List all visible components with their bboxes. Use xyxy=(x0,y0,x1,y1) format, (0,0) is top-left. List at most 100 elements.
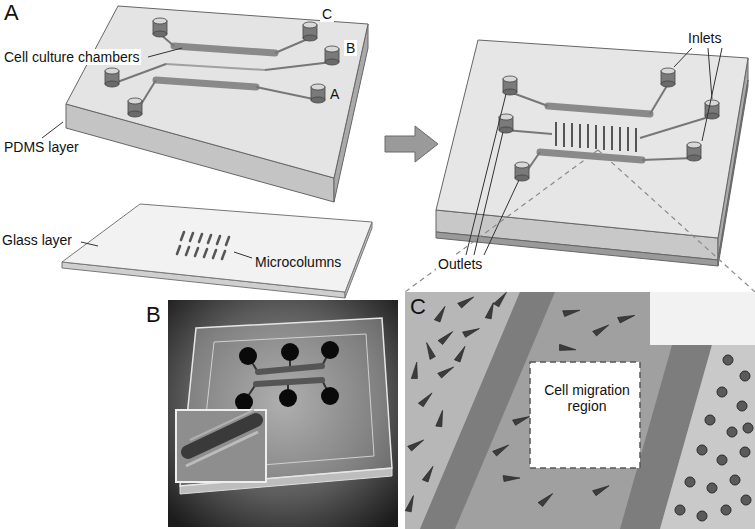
connecting-channel xyxy=(112,64,166,84)
migrating-cell xyxy=(593,323,611,337)
inlet-letter: A xyxy=(328,86,341,102)
migrating-cell xyxy=(593,484,611,497)
reservoir xyxy=(503,76,517,95)
pdms-layer xyxy=(66,6,368,202)
leader-line xyxy=(674,48,692,67)
microcolumn xyxy=(222,251,225,259)
device-photo xyxy=(168,300,398,527)
connecting-channel xyxy=(256,87,318,100)
connecting-channel xyxy=(650,84,668,114)
leader-line xyxy=(234,252,252,258)
panel-label: C xyxy=(408,294,428,319)
leader-line xyxy=(708,48,712,99)
round-cell xyxy=(697,511,707,521)
round-cell xyxy=(727,427,737,437)
round-cell xyxy=(675,505,685,515)
microcolumn xyxy=(556,122,636,152)
reservoir xyxy=(325,46,339,65)
microcolumn xyxy=(181,232,184,240)
microcolumn xyxy=(208,235,211,243)
migrating-cell xyxy=(424,341,435,359)
culture-chamber xyxy=(166,64,265,70)
migrating-cell xyxy=(418,391,434,407)
photo-inset xyxy=(176,410,266,482)
reservoir xyxy=(105,68,119,87)
round-cell xyxy=(740,447,750,457)
photo-inset xyxy=(190,410,254,440)
culture-chamber xyxy=(174,46,275,53)
round-cell xyxy=(717,455,727,465)
round-cell xyxy=(730,475,740,485)
leader-line xyxy=(42,122,63,138)
microcolumn xyxy=(619,127,621,151)
region-label: Cell migration region xyxy=(535,382,639,414)
reservoir xyxy=(311,84,325,103)
round-cell xyxy=(685,477,695,487)
device-photo xyxy=(256,380,322,384)
connecting-channel xyxy=(506,84,712,178)
migrating-cell xyxy=(458,295,476,309)
migrating-cell xyxy=(558,344,576,353)
reservoir xyxy=(515,162,529,181)
round-cell xyxy=(697,445,707,455)
reservoir xyxy=(303,22,317,41)
microcolumn xyxy=(595,125,597,149)
microcolumn xyxy=(204,249,207,257)
microcolumn xyxy=(603,126,605,150)
migrating-cell xyxy=(563,308,581,317)
round-cell xyxy=(740,371,750,381)
microcolumn xyxy=(627,127,629,151)
device-photo xyxy=(281,343,299,361)
migrating-cell xyxy=(405,495,416,513)
reservoir xyxy=(499,114,513,133)
microcolumn xyxy=(186,247,189,255)
round-cell xyxy=(737,401,747,411)
pdms-layer xyxy=(66,6,368,178)
inlet-letter: C xyxy=(320,6,334,22)
device-photo xyxy=(279,389,297,407)
leader-line xyxy=(474,132,503,255)
reservoir xyxy=(661,68,675,87)
migrating-cell xyxy=(493,443,511,457)
migration-schematic xyxy=(405,291,755,529)
migrating-cell xyxy=(411,362,420,380)
microcolumn xyxy=(217,236,220,244)
part-label: Glass layer xyxy=(0,232,74,248)
reservoir xyxy=(105,18,339,117)
microcolumn xyxy=(587,124,589,148)
part-label: Cell culture chambers xyxy=(2,49,141,65)
migrating-cell xyxy=(438,365,456,379)
round-cell xyxy=(707,483,717,493)
migrating-cell xyxy=(434,305,448,323)
connecting-channel xyxy=(265,62,332,70)
reservoir xyxy=(153,18,167,37)
round-cell xyxy=(721,505,731,515)
microcolumn xyxy=(579,124,581,148)
connecting-channel xyxy=(642,158,694,160)
microcolumn xyxy=(190,233,193,241)
part-label: PDMS layer xyxy=(2,139,81,155)
migrating-cell xyxy=(408,438,426,452)
leader-line xyxy=(484,180,519,255)
migration-schematic xyxy=(405,292,755,529)
connecting-channel xyxy=(640,116,712,138)
leader-line xyxy=(81,242,98,246)
microcolumn xyxy=(611,126,613,150)
migrating-cell xyxy=(538,492,555,508)
reservoir xyxy=(499,68,719,181)
migrating-cell xyxy=(618,313,636,323)
microcolumn xyxy=(177,246,180,254)
device-photo xyxy=(168,300,398,527)
device-photo xyxy=(321,387,339,405)
connecting-channel xyxy=(112,34,332,114)
leader-line xyxy=(148,48,182,57)
part-label: Inlets xyxy=(686,30,723,46)
migration-schematic xyxy=(650,292,755,345)
assembled-device xyxy=(436,40,748,238)
round-cell xyxy=(705,415,715,425)
migrating-cell xyxy=(436,410,446,428)
leader-line xyxy=(702,48,722,141)
reservoir xyxy=(128,98,142,117)
device-photo xyxy=(258,366,322,372)
